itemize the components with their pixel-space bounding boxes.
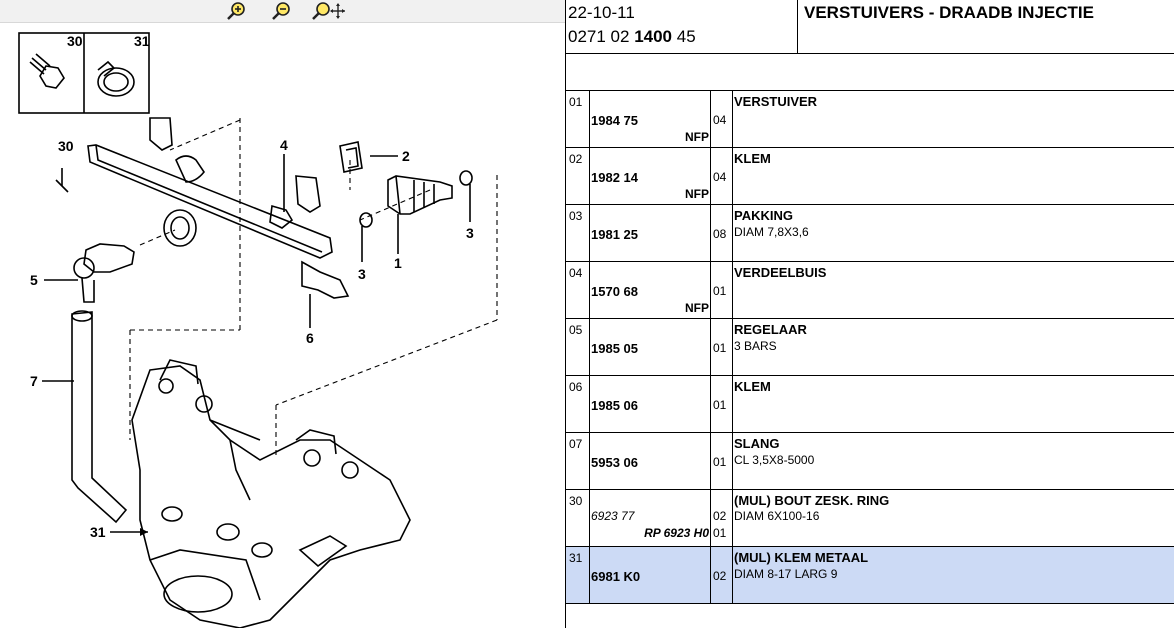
part-qty: 02 bbox=[713, 509, 727, 523]
part-ref: 1981 25 bbox=[591, 227, 638, 242]
part-desc: DIAM 8-17 LARG 9 bbox=[734, 567, 838, 581]
table-row[interactable]: 04 1570 68 NFP 01 VERDEELBUIS bbox=[566, 262, 1174, 319]
part-ref: 5953 06 bbox=[591, 455, 638, 470]
table-row[interactable]: 05 1985 05 01 REGELAAR 3 BARS bbox=[566, 319, 1174, 376]
part-number: 04 bbox=[569, 266, 583, 280]
part-number: 02 bbox=[569, 152, 583, 166]
zoom-out-icon[interactable] bbox=[268, 1, 294, 21]
zoom-toolbar bbox=[0, 0, 565, 23]
parts-table: 01 1984 75 NFP 04 VERSTUIVER 02 1982 14 … bbox=[566, 91, 1174, 604]
part-ref: 6981 K0 bbox=[591, 569, 641, 584]
part-name: SLANG bbox=[734, 436, 780, 451]
part-name: KLEM bbox=[734, 379, 771, 394]
callout-7: 7 bbox=[30, 373, 38, 389]
callout-31: 31 bbox=[90, 524, 106, 540]
part-alt-ref: RP 6923 H0 bbox=[644, 526, 709, 540]
part-nfp: NFP bbox=[685, 187, 709, 201]
hose bbox=[71, 311, 128, 524]
part-number: 05 bbox=[569, 323, 583, 337]
part-qty: 08 bbox=[713, 227, 727, 241]
part-name: (MUL) BOUT ZESK. RING bbox=[734, 493, 890, 508]
table-row[interactable]: 30 6923 77 RP 6923 H0 02 01 (MUL) BOUT Z… bbox=[566, 490, 1174, 547]
part-ref: 1985 05 bbox=[591, 341, 638, 356]
table-row[interactable]: 07 5953 06 01 SLANG CL 3,5X8-5000 bbox=[566, 433, 1174, 490]
table-row[interactable]: 02 1982 14 NFP 04 KLEM bbox=[566, 148, 1174, 205]
part-number: 06 bbox=[569, 380, 583, 394]
panel-divider bbox=[565, 0, 566, 628]
inset-label-31: 31 bbox=[134, 33, 150, 49]
part-qty-alt: 01 bbox=[713, 526, 727, 540]
intake-manifold bbox=[131, 365, 411, 628]
injector bbox=[387, 175, 453, 215]
inset-label-30: 30 bbox=[67, 33, 83, 49]
table-row[interactable]: 03 1981 25 08 PAKKING DIAM 7,8X3,6 bbox=[566, 205, 1174, 262]
part-number: 07 bbox=[569, 437, 583, 451]
part-name: (MUL) KLEM METAAL bbox=[734, 550, 869, 565]
part-name: VERSTUIVER bbox=[734, 94, 818, 109]
part-nfp: NFP bbox=[685, 130, 709, 144]
parts-header: 22-10-11 0271 02 1400 45 VERSTUIVERS - D… bbox=[566, 0, 1174, 54]
part-name: REGELAAR bbox=[734, 322, 807, 337]
header-spacer bbox=[566, 54, 1174, 91]
part-number: 31 bbox=[569, 551, 583, 565]
part-number: 01 bbox=[569, 95, 583, 109]
part-ref: 1982 14 bbox=[591, 170, 638, 185]
part-name: VERDEELBUIS bbox=[734, 265, 827, 280]
part-number: 30 bbox=[569, 494, 583, 508]
part-name: KLEM bbox=[734, 151, 771, 166]
callout-5: 5 bbox=[30, 272, 38, 288]
part-desc: CL 3,5X8-5000 bbox=[734, 453, 815, 467]
callout-4: 4 bbox=[280, 137, 288, 153]
part-qty: 02 bbox=[713, 569, 727, 583]
part-ref: 6923 77 bbox=[591, 509, 635, 523]
header-date: 22-10-11 bbox=[568, 3, 635, 22]
part-nfp: NFP bbox=[685, 301, 709, 315]
part-qty: 01 bbox=[713, 284, 727, 298]
part-ref: 1570 68 bbox=[591, 284, 638, 299]
part-name: PAKKING bbox=[734, 208, 793, 223]
parts-panel: 22-10-11 0271 02 1400 45 VERSTUIVERS - D… bbox=[566, 0, 1174, 628]
part-qty: 01 bbox=[713, 341, 727, 355]
callout-30: 30 bbox=[58, 138, 74, 154]
part-desc: 3 BARS bbox=[734, 339, 777, 353]
part-number: 03 bbox=[569, 209, 583, 223]
callout-6: 6 bbox=[306, 330, 314, 346]
part-ref: 1984 75 bbox=[591, 113, 638, 128]
part-qty: 01 bbox=[713, 455, 727, 469]
table-row-selected[interactable]: 31 6981 K0 02 (MUL) KLEM METAAL DIAM 8-1… bbox=[566, 547, 1174, 604]
part-desc: DIAM 6X100-16 bbox=[734, 509, 820, 523]
page-title: VERSTUIVERS - DRAADB INJECTIE bbox=[804, 3, 1094, 22]
diagram-panel: 30 31 30 4 2 3 1 3 5 6 7 31 bbox=[0, 0, 565, 628]
part-qty: 01 bbox=[713, 398, 727, 412]
zoom-in-icon[interactable] bbox=[223, 1, 249, 21]
callout-1: 1 bbox=[394, 255, 402, 271]
part-qty: 04 bbox=[713, 170, 727, 184]
exploded-parts-diagram: 30 31 30 4 2 3 1 3 5 6 7 31 bbox=[18, 32, 498, 628]
callout-2: 2 bbox=[402, 148, 410, 164]
part-ref: 1985 06 bbox=[591, 398, 638, 413]
part-qty: 04 bbox=[713, 113, 727, 127]
header-code: 0271 02 1400 45 bbox=[568, 27, 696, 46]
part-desc: DIAM 7,8X3,6 bbox=[734, 225, 809, 239]
callout-3b: 3 bbox=[358, 266, 366, 282]
zoom-pan-icon[interactable] bbox=[310, 1, 346, 21]
table-row[interactable]: 01 1984 75 NFP 04 VERSTUIVER bbox=[566, 91, 1174, 148]
callout-3a: 3 bbox=[466, 225, 474, 241]
table-row[interactable]: 06 1985 06 01 KLEM bbox=[566, 376, 1174, 433]
